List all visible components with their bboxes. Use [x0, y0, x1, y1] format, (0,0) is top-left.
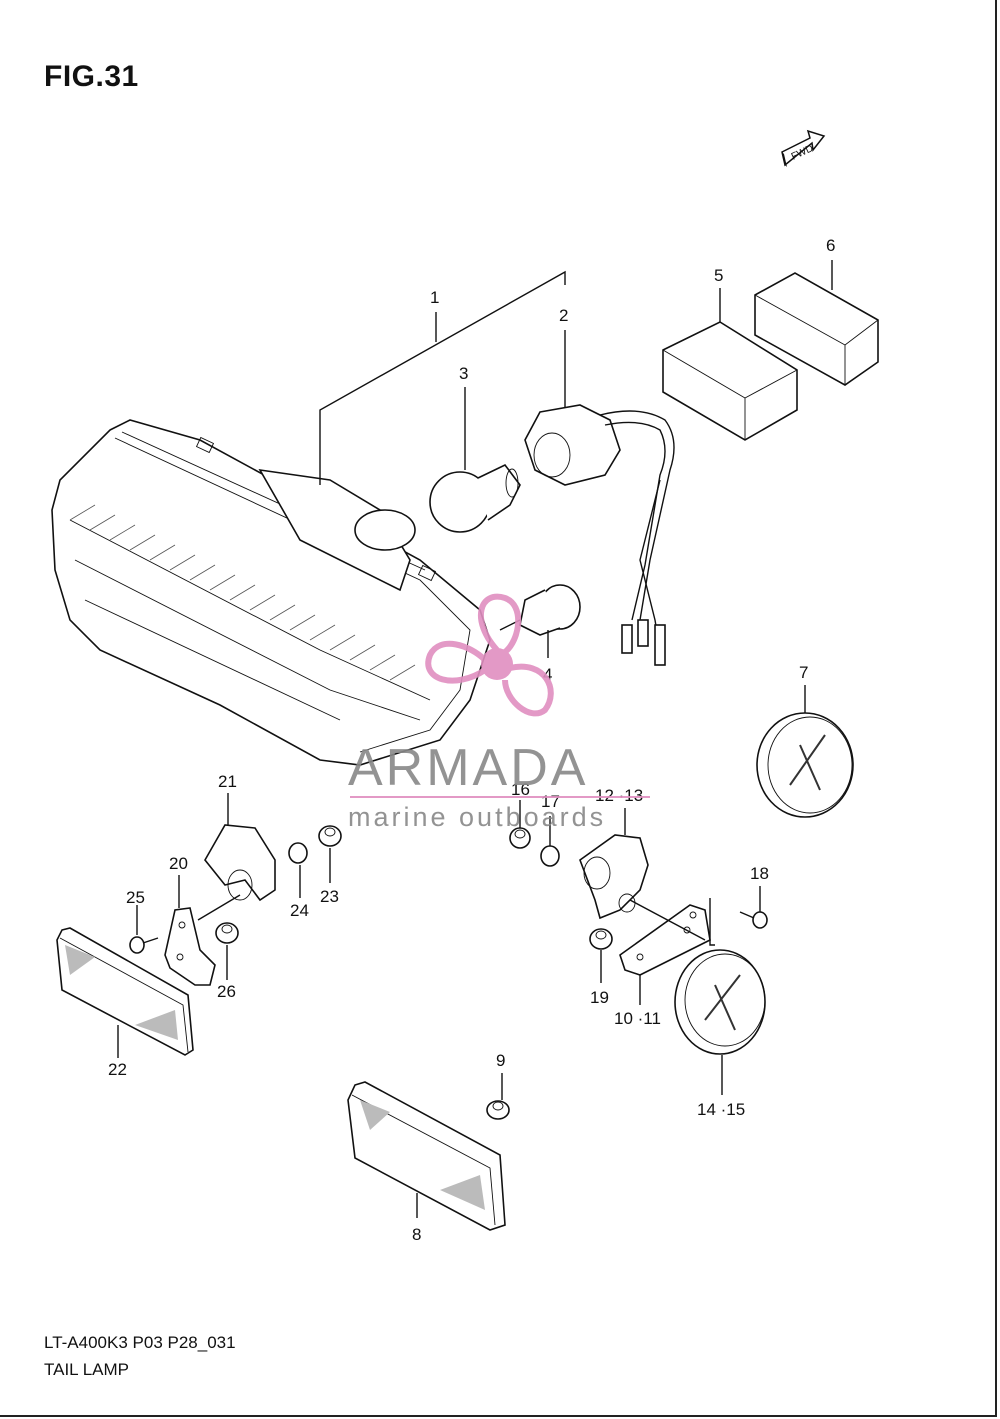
callout-16: 16	[511, 780, 530, 799]
callout-10-11: 10 ·11	[614, 1009, 661, 1028]
callout-9: 9	[496, 1051, 505, 1070]
round-reflector-part-14-15	[674, 949, 766, 1055]
figure-title: FIG.31	[44, 60, 139, 93]
nut-part-9	[486, 1100, 510, 1120]
round-reflector-part-7	[756, 712, 854, 818]
screw-part-18	[739, 911, 768, 929]
callout-18: 18	[750, 864, 769, 883]
callout-8: 8	[412, 1225, 421, 1244]
bracket-part-12-13	[579, 834, 649, 920]
callout-2: 2	[559, 306, 568, 325]
callout-14-15: 14 ·15	[697, 1100, 745, 1119]
callout-20: 20	[169, 854, 188, 873]
nut-part-19	[589, 928, 613, 950]
nut-part-26	[215, 922, 239, 944]
callout-24: 24	[290, 901, 309, 920]
cushion-part-6	[754, 272, 879, 386]
callout-19: 19	[590, 988, 609, 1007]
bulb-part-3	[429, 463, 521, 533]
callout-21: 21	[218, 772, 237, 791]
callout-12-13: 12 ·13	[595, 786, 643, 805]
rect-reflector-part-22	[56, 927, 194, 1056]
callout-5: 5	[714, 266, 723, 285]
nut-part-23	[318, 825, 342, 847]
watermark-tagline: marine outboards	[348, 802, 606, 832]
bracket-part-21	[204, 824, 276, 902]
callout-4: 4	[543, 665, 552, 684]
cushion-part-5	[662, 321, 798, 441]
callout-23: 23	[320, 887, 339, 906]
callout-26: 26	[217, 982, 236, 1001]
tail-lamp-assembly	[51, 419, 491, 766]
collar-part-17	[540, 845, 560, 867]
leader-lines	[117, 260, 833, 1218]
callout-25: 25	[126, 888, 145, 907]
bracket-part-20	[164, 907, 216, 986]
callout-22: 22	[108, 1060, 127, 1079]
model-code: LT-A400K3 P03 P28_031	[44, 1333, 236, 1352]
callout-7: 7	[799, 663, 808, 682]
socket-harness-part-2	[524, 404, 675, 666]
section-name: TAIL LAMP	[44, 1360, 130, 1379]
callout-1: 1	[430, 288, 439, 307]
fwd-arrow-icon: FWD	[781, 129, 826, 167]
screw-part-25	[129, 936, 159, 954]
rect-reflector-part-8	[347, 1081, 506, 1231]
callout-6: 6	[826, 236, 835, 255]
callout-3: 3	[459, 364, 468, 383]
propeller-logo	[425, 593, 554, 717]
grommet-part-4	[499, 584, 581, 636]
watermark-brand: ARMADA	[348, 739, 588, 797]
collar-part-24	[288, 842, 308, 864]
armada-watermark: ARMADA marine outboards	[348, 593, 650, 832]
